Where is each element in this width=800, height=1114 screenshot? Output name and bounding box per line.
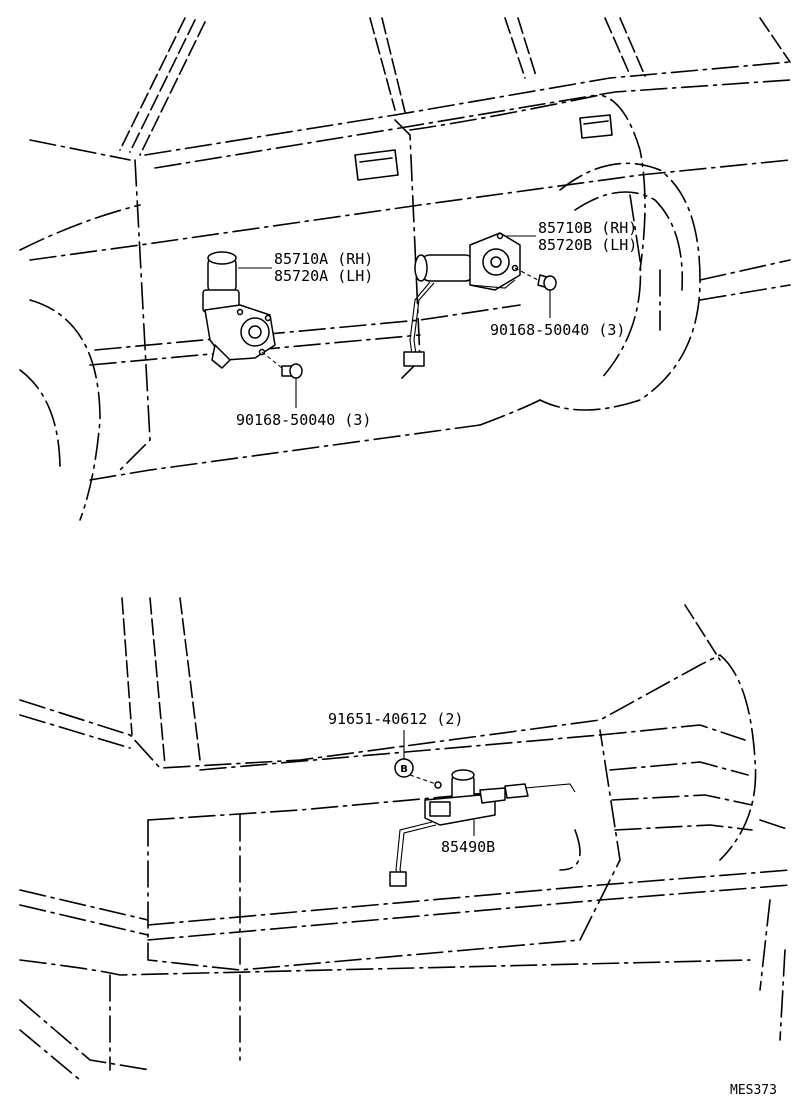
label-backdoor-motor: 85490B xyxy=(441,838,495,856)
bolt-marker-label: B xyxy=(400,764,408,775)
back-door-lock-motor xyxy=(389,769,576,887)
vehicle-side-outline xyxy=(19,17,791,521)
bolt-marker: B xyxy=(394,758,414,778)
label-front-motor-rh: 85710A (RH) xyxy=(274,250,373,268)
label-rear-motor-rh: 85710B (RH) xyxy=(538,219,637,237)
front-window-motor xyxy=(202,251,276,369)
label-backdoor-bolt: 91651-40612 (2) xyxy=(328,710,463,728)
label-rear-motor-lh: 85720B (LH) xyxy=(538,236,637,254)
rear-window-motor xyxy=(403,232,521,367)
front-motor-screw xyxy=(261,351,303,379)
label-front-motor-lh: 85720A (LH) xyxy=(274,267,373,285)
diagram-code: MES373 xyxy=(730,1083,777,1098)
vehicle-rear-outline xyxy=(19,597,791,1081)
label-rear-screw: 90168-50040 (3) xyxy=(490,321,625,339)
label-front-screw: 90168-50040 (3) xyxy=(236,411,371,429)
rear-motor-screw xyxy=(514,267,557,291)
